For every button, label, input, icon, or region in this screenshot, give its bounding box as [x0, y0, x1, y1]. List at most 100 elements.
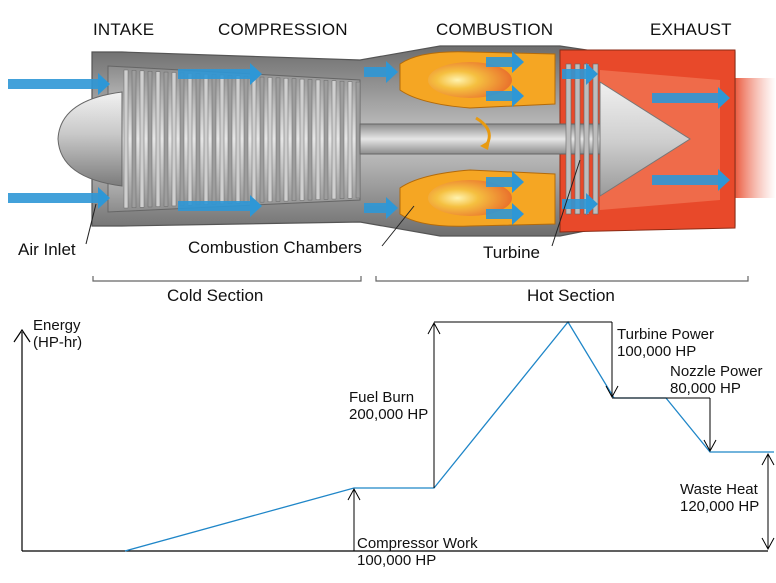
compressor-blade: [267, 77, 273, 203]
airflow-arrowhead-icon: [98, 73, 110, 95]
airflow-arrow-shaft: [486, 177, 514, 187]
compressor-core: [107, 65, 361, 213]
airflow-arrow-shaft: [486, 91, 514, 101]
airflow-arrow-shaft: [364, 203, 388, 213]
airflow-arrowhead-icon: [386, 197, 398, 219]
nozzle-power-annotation: Nozzle Power 80,000 HP: [670, 363, 763, 398]
compressor-blade: [131, 70, 137, 208]
airflow-arrowhead-icon: [98, 187, 110, 209]
turbine-label: Turbine: [483, 243, 541, 262]
turbine-power-arrowhead-icon: [605, 385, 619, 399]
turbine-disc: [574, 63, 581, 215]
rotation-arrowhead-icon: [480, 140, 490, 150]
stage-title-intake: INTAKE: [93, 20, 155, 39]
fuel-burn-annotation: Fuel Burn 200,000 HP: [349, 389, 428, 424]
compressor-blade: [203, 73, 209, 205]
compressor-work-label: Compressor Work: [357, 535, 478, 552]
waste-heat-annotation: Waste Heat 120,000 HP: [680, 481, 759, 516]
compressor-blade: [243, 75, 249, 204]
compressor-blade: [187, 73, 193, 206]
airflow-arrow-shaft: [486, 57, 514, 67]
turbine-disc: [583, 63, 590, 215]
waste-heat-arrowhead-bottom-icon: [761, 537, 775, 551]
fuel-burn-value: 200,000 HP: [349, 406, 429, 424]
airflow-arrow-shaft: [364, 67, 388, 77]
airflow-arrow-shaft: [8, 193, 100, 203]
compressor-blade: [195, 73, 201, 206]
airflow-arrow-shaft: [652, 175, 720, 185]
airflow-arrowhead-icon: [512, 203, 524, 225]
compressor-work-arrowhead-icon: [347, 487, 361, 501]
cold-section-bracket: [92, 276, 362, 282]
turbine-disc: [565, 63, 572, 215]
airflow-arrowhead-icon: [512, 171, 524, 193]
turbine-power-annotation: Turbine Power 100,000 HP: [617, 326, 714, 361]
nozzle-power-label: Nozzle Power: [670, 363, 763, 380]
compressor-blade: [275, 77, 281, 202]
airflow-arrow-shaft: [178, 69, 252, 79]
airflow-arrow-shaft: [562, 199, 588, 209]
airflow-arrowhead-icon: [512, 85, 524, 107]
air-inlet-label: Air Inlet: [18, 240, 76, 259]
waste-heat-value: 120,000 HP: [680, 498, 760, 516]
airflow-arrow-shaft: [8, 79, 100, 89]
compressor-blade: [219, 74, 225, 205]
y-axis-label: Energy (HP-hr): [33, 317, 82, 352]
compressor-blade: [283, 78, 289, 202]
compressor-blade: [299, 78, 305, 201]
y-axis-label-line2: (HP-hr): [33, 334, 83, 352]
compressor-blade: [123, 69, 129, 209]
compressor-blade: [339, 80, 345, 199]
airflow-arrows: [8, 51, 730, 225]
airflow-arrowhead-icon: [512, 51, 524, 73]
compressor-blade: [251, 76, 257, 203]
hot-section-bracket: [375, 276, 749, 282]
exhaust-cone: [599, 81, 691, 197]
engine-shaft: [359, 123, 601, 155]
turbine-power-value: 100,000 HP: [617, 343, 697, 361]
airflow-arrow-shaft: [178, 201, 252, 211]
compressor-blade: [171, 72, 177, 207]
compressor-blade: [163, 71, 169, 207]
fuel-burn-label: Fuel Burn: [349, 389, 415, 406]
compressor-blade: [147, 70, 153, 208]
airflow-arrowhead-icon: [718, 87, 730, 109]
compressor-blade: [307, 79, 313, 201]
stage-title-exhaust: EXHAUST: [650, 20, 732, 39]
energy-graph: [13, 320, 775, 552]
compressor-work-value: 100,000 HP: [357, 552, 437, 570]
airflow-arrowhead-icon: [250, 195, 262, 217]
compressor-blade: [179, 72, 185, 206]
compressor-blade: [347, 81, 353, 199]
compressor-blade: [155, 71, 161, 207]
compressor-blade: [331, 80, 337, 200]
graph-y-axis-arrowhead-icon: [13, 328, 31, 343]
stage-title-compression: COMPRESSION: [218, 20, 348, 39]
airflow-arrowhead-icon: [586, 193, 598, 215]
compressor-blade: [315, 79, 321, 200]
compressor-work-annotation: Compressor Work 100,000 HP: [357, 535, 478, 570]
turbine-disc: [592, 63, 599, 215]
airflow-arrow-shaft: [562, 69, 588, 79]
air-inlet-leader: [85, 203, 97, 245]
compressor-blade: [227, 75, 233, 204]
cold-section-label: Cold Section: [167, 286, 264, 305]
airflow-arrow-shaft: [652, 93, 720, 103]
compressor-blade: [235, 75, 241, 204]
turbine-leader: [551, 159, 581, 247]
compressor-blades: [123, 69, 361, 209]
compressor-blade: [259, 76, 265, 203]
turbine-power-label: Turbine Power: [617, 326, 714, 343]
nozzle-power-arrowhead-icon: [703, 439, 717, 453]
waste-heat-label: Waste Heat: [680, 481, 758, 498]
flame-top-icon: [428, 62, 512, 98]
airflow-arrowhead-icon: [718, 169, 730, 191]
y-axis-label-line1: Energy: [33, 317, 81, 334]
combustion-chambers-label: Combustion Chambers: [188, 238, 362, 257]
waste-heat-arrowhead-top-icon: [761, 452, 775, 466]
compressor-blade: [355, 81, 361, 199]
airflow-arrowhead-icon: [586, 63, 598, 85]
compressor-blade: [139, 70, 145, 208]
